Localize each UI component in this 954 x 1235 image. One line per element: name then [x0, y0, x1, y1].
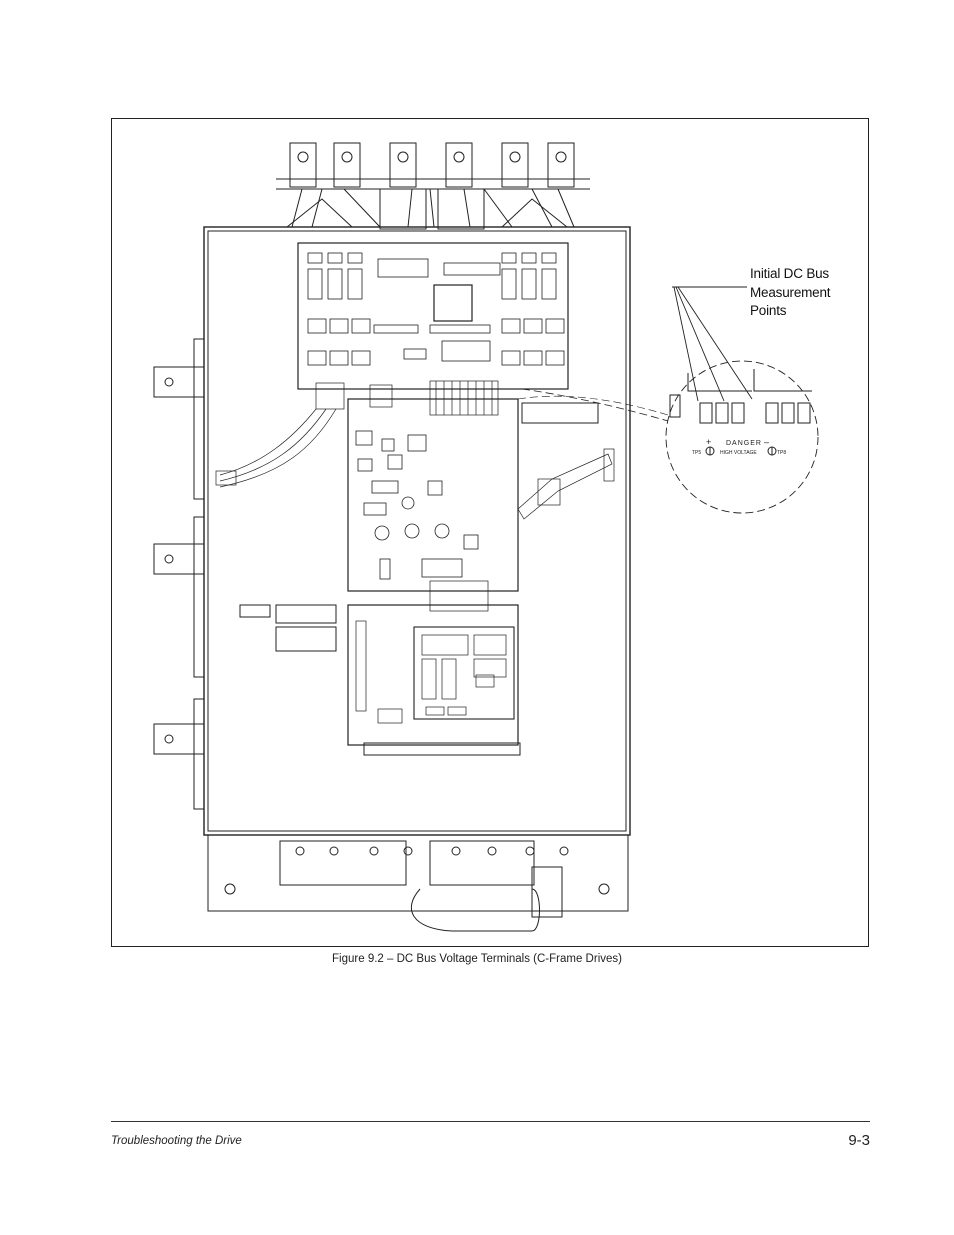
inset-minus: – [764, 437, 769, 447]
regulator-board [347, 604, 519, 746]
footer-section-title: Troubleshooting the Drive [111, 1135, 242, 1147]
figure-frame: + – DANGER HIGH VOLTAGE TP5 TP8 Initial … [111, 118, 869, 947]
callout-label: Initial DC Bus Measurement Points [750, 265, 831, 321]
inset-tp-right: TP8 [777, 450, 786, 456]
chassis [203, 226, 631, 836]
inset-high-voltage: HIGH VOLTAGE [720, 450, 757, 456]
top-terminals [276, 142, 590, 230]
callout-line-1: Initial DC Bus [750, 266, 829, 281]
dc-bus-inset [517, 360, 819, 514]
footer-divider [111, 1121, 870, 1122]
drive-drawing: + – DANGER HIGH VOLTAGE TP5 TP8 [153, 142, 819, 932]
inset-tp-left: TP5 [692, 450, 701, 456]
inset-plus: + [706, 437, 711, 447]
callout-line-2: Measurement [750, 284, 831, 300]
control-board [297, 242, 569, 390]
bottom-terminals [207, 834, 629, 932]
figure-caption: Figure 9.2 – DC Bus Voltage Terminals (C… [332, 953, 622, 965]
inset-danger: DANGER [726, 440, 762, 447]
page-number: 9-3 [848, 1132, 870, 1149]
callout-line-3: Points [750, 303, 787, 318]
interface-board [347, 398, 519, 592]
